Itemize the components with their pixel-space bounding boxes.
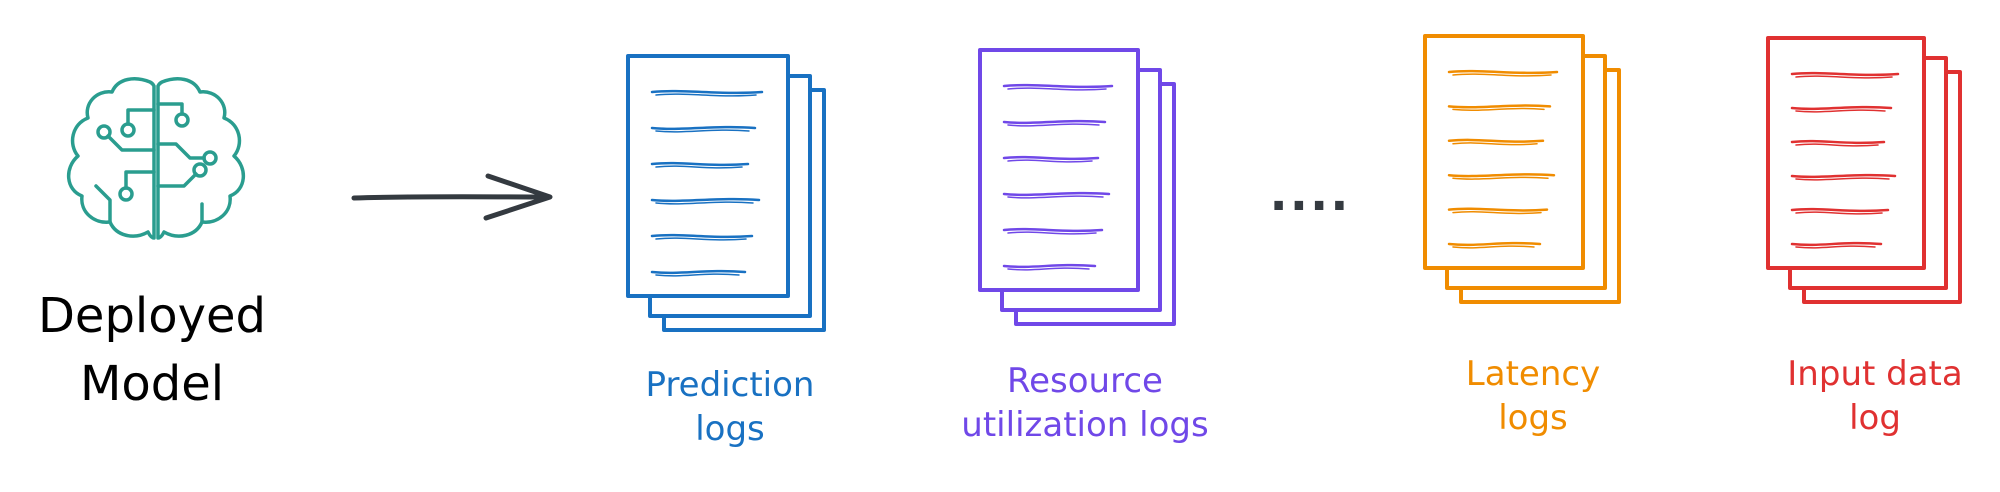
- scribble-line: [1447, 104, 1552, 109]
- scribble-line: [1790, 71, 1900, 77]
- scribble-line: [1007, 195, 1104, 199]
- scribble-line: [650, 89, 764, 95]
- scribble-line: [1447, 173, 1556, 178]
- scribble-line: [1795, 245, 1876, 249]
- scribble-line: [1002, 155, 1100, 161]
- scribble-line: [1452, 176, 1549, 180]
- scribble-line: [1452, 142, 1538, 146]
- document-stack-icon: [1423, 34, 1621, 304]
- log-label-line1: Resource: [1007, 361, 1163, 401]
- scribble-line: [1452, 107, 1545, 112]
- scribble-line: [1452, 245, 1535, 249]
- scribble-line: [650, 125, 757, 131]
- scribble-line: [1002, 119, 1107, 125]
- scribble-line: [1795, 211, 1883, 215]
- ellipsis: ....: [1270, 166, 1351, 222]
- scribble-line: [1790, 139, 1886, 145]
- scribble-line: [650, 161, 750, 167]
- scribble-line: [1790, 241, 1883, 247]
- model-label-line1: Deployed: [38, 288, 266, 344]
- document-stack-icon: [1766, 36, 1962, 304]
- scribble-line: [1447, 207, 1549, 212]
- log-label-line1: Latency: [1466, 354, 1600, 394]
- log-label-line2: log: [1849, 398, 1901, 438]
- document-front-page: [1766, 36, 1926, 270]
- scribble-line: [1007, 87, 1107, 91]
- scribble-line: [1790, 105, 1893, 111]
- scribble-line: [1447, 241, 1542, 247]
- scribble-line: [1002, 191, 1111, 197]
- log-label-line2: logs: [1498, 398, 1568, 438]
- scribble-line: [1447, 138, 1545, 143]
- scribble-line: [1795, 109, 1886, 113]
- scribble-line: [655, 273, 740, 277]
- scribble-line: [650, 269, 747, 275]
- document-stack-icon: [978, 48, 1176, 326]
- document-front-page: [626, 54, 790, 298]
- scribble-line: [655, 201, 754, 205]
- scribble-line: [1007, 231, 1097, 235]
- scribble-line: [650, 233, 754, 239]
- model-label-line2: Model: [80, 356, 224, 412]
- document-stack-icon: [626, 54, 826, 332]
- brain-circuit-icon: [67, 77, 245, 240]
- scribble-line: [655, 93, 757, 97]
- scribble-line: [655, 237, 747, 241]
- log-label-line1: Prediction: [646, 365, 815, 405]
- scribble-line: [1007, 267, 1090, 271]
- scribble-line: [1007, 123, 1100, 127]
- scribble-line: [1002, 83, 1114, 89]
- log-label-line1: Input data: [1787, 354, 1962, 394]
- scribble-line: [1795, 177, 1890, 181]
- log-label-line2: utilization logs: [961, 405, 1208, 445]
- document-front-page: [978, 48, 1140, 292]
- scribble-line: [655, 165, 743, 169]
- scribble-line: [1002, 263, 1097, 269]
- scribble-line: [1447, 69, 1559, 75]
- scribble-line: [1452, 73, 1552, 77]
- scribble-line: [1452, 210, 1542, 215]
- scribble-line: [1795, 143, 1879, 147]
- scribble-line: [1790, 207, 1890, 213]
- arrow-right-icon: [351, 173, 553, 221]
- log-label-line2: logs: [695, 409, 765, 449]
- scribble-line: [650, 197, 761, 203]
- scribble-line: [1007, 159, 1093, 163]
- scribble-line: [1002, 227, 1104, 233]
- scribble-line: [1795, 75, 1893, 79]
- scribble-line: [1790, 173, 1897, 179]
- scribble-line: [655, 129, 750, 133]
